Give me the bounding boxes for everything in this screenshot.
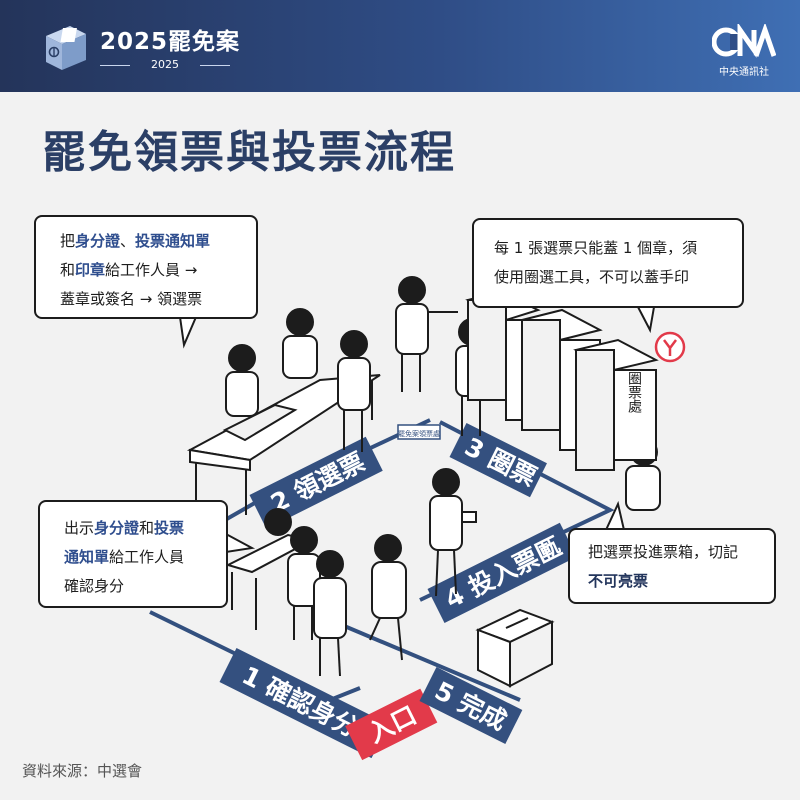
bubble-receive-line3: 蓋章或簽名 → 領選票	[60, 290, 203, 308]
cna-logo-icon	[712, 24, 776, 58]
step-1-label: 1 確認身分	[237, 661, 363, 743]
bubble-show-line2: 通知單給工作人員	[64, 548, 185, 566]
people-figures	[225, 276, 661, 677]
voter-person-2	[337, 330, 371, 452]
guide-person	[395, 276, 458, 392]
bubble-mark-line2: 使用圈選工具，不可以蓋手印	[494, 268, 690, 286]
bubble-receive-line1: 把身分證、投票通知單	[60, 232, 211, 250]
walking-person	[369, 534, 407, 661]
bubble-receive-line2: 和印章給工作人員 →	[60, 261, 198, 279]
page-title: 罷免領票與投票流程	[42, 127, 456, 178]
bubble-cast-ballot: 把選票投進票箱，切記 不可亮票	[568, 528, 776, 604]
ballot-table	[186, 374, 381, 515]
voter-person-6	[313, 550, 347, 677]
staff-person-2	[282, 308, 318, 379]
cna-logo-text: 中央通訊社	[719, 67, 769, 78]
source-note: 資料來源：中選會	[22, 762, 143, 780]
bubble-mark-ballot: 每 1 張選票只能蓋 1 個章，須 使用圈選工具，不可以蓋手印	[472, 218, 744, 308]
ballot-box	[475, 608, 555, 688]
header-title: 2025罷免案	[100, 29, 241, 55]
bubble-show-id: 出示身分證和投票 通知單給工作人員 確認身分	[38, 500, 228, 608]
bubble-mark-line1: 每 1 張選票只能蓋 1 個章，須	[494, 239, 698, 257]
header-subtitle: 2025	[100, 58, 230, 71]
bubble-receive-ballot: 把身分證、投票通知單 和印章給工作人員 → 蓋章或簽名 → 領選票	[34, 215, 258, 319]
bubble-show-line1: 出示身分證和投票	[64, 519, 185, 537]
bubble-show-line3: 確認身分	[64, 577, 125, 595]
voter-person-5	[429, 468, 477, 597]
bubble-cast-warning: 不可亮票	[588, 572, 649, 590]
notice-highlight: 投票通知單	[135, 232, 211, 250]
circle-stamp-icon	[654, 331, 686, 363]
staff-person-1	[225, 344, 259, 417]
desk-sign-label: 罷免案領票處	[398, 429, 440, 438]
header-banner: 2025罷免案 2025 中央通訊社	[0, 0, 800, 92]
desk-sign: 罷免案領票處	[397, 424, 441, 440]
voting-booth-3: 圈票處	[573, 338, 659, 471]
staff-person-3	[264, 508, 292, 536]
voter-person-1	[287, 526, 321, 640]
booth-label: 圈票處	[626, 371, 642, 414]
ballot-box-logo-icon	[46, 26, 86, 70]
bubble-cast-line1: 把選票投進票箱，切記	[588, 543, 739, 561]
step-banner-3: 3 圈票	[449, 423, 547, 498]
seal-highlight: 印章	[75, 261, 106, 279]
id-card-highlight: 身分證	[75, 232, 121, 250]
